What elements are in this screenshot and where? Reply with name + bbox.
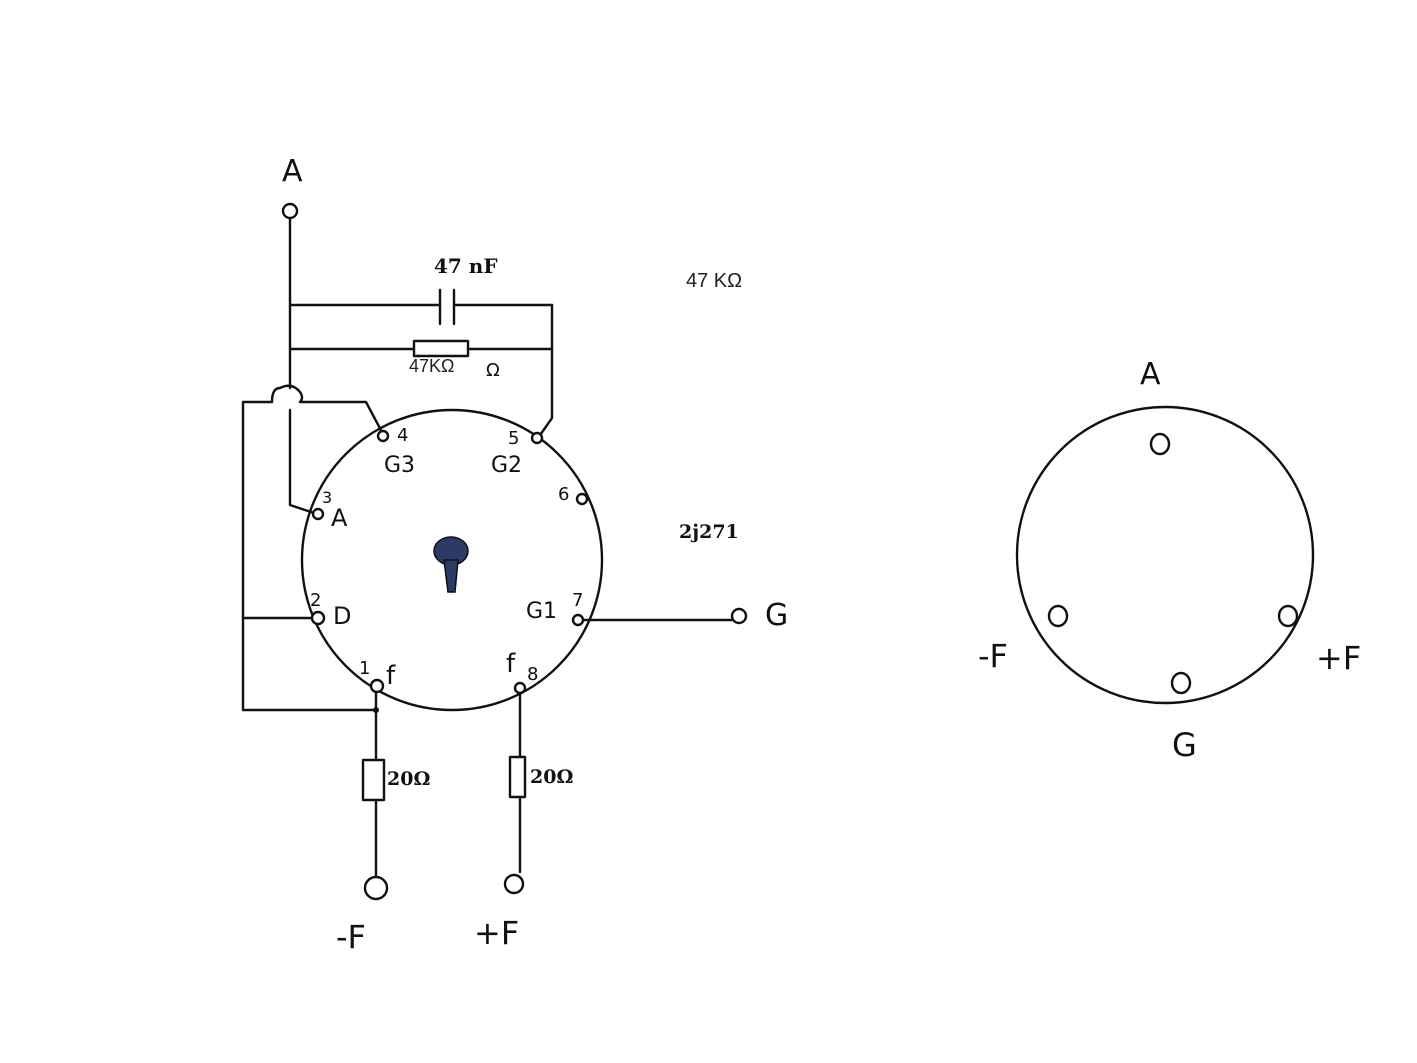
electrode-label-f-left: f (386, 661, 396, 691)
pin-number-3: 3 (322, 488, 332, 507)
resistor-20-right-symbol (508, 755, 527, 799)
terminal-minus-f-label: -F (336, 918, 366, 956)
tube-pin-2 (310, 610, 326, 626)
tube-code-label: 2j271 (679, 521, 739, 543)
electrode-label-g1: G1 (526, 599, 557, 624)
tube-pin-4 (376, 429, 390, 443)
pin-number-7: 7 (572, 590, 583, 611)
pin-number-5: 5 (508, 428, 519, 449)
electrode-label-f-right: f (506, 649, 516, 679)
resistor-20-left-symbol (361, 758, 386, 802)
resistor-47k-symbol (412, 339, 470, 358)
floating-resistor-label: 47 KΩ (686, 270, 742, 292)
terminal-anode-label: A (282, 154, 303, 189)
tube-pin-3 (311, 507, 325, 521)
pin-number-4: 4 (397, 425, 408, 446)
electrode-label-a: A (331, 504, 348, 532)
socket-label-plus-f: +F (1316, 639, 1361, 677)
electrode-label-g3: G3 (384, 453, 415, 478)
pin-number-6: 6 (558, 484, 569, 505)
socket-pin-a (1149, 432, 1171, 456)
resistor-label-stray: Ω (486, 360, 500, 381)
terminal-plus-f-pin (503, 873, 525, 895)
circuit-wires (241, 216, 734, 879)
tube-envelope (300, 408, 604, 712)
socket-pin-minus-f (1047, 604, 1069, 628)
socket-pin-g (1170, 671, 1192, 695)
pin-number-8: 8 (527, 664, 538, 685)
tube-key-icon (433, 536, 469, 593)
terminal-minus-f-pin (363, 875, 389, 901)
socket-label-minus-f: -F (978, 637, 1008, 675)
resistor-label: 47KΩ (409, 356, 454, 376)
electrode-label-d: D (333, 602, 351, 630)
electrode-label-g2: G2 (491, 453, 522, 478)
tube-pin-6 (575, 492, 589, 506)
junction-dot (373, 707, 379, 713)
resistor-20-left-label: 20Ω (387, 768, 430, 790)
terminal-grid-pin (730, 607, 748, 625)
socket-label-g: G (1172, 726, 1197, 764)
tube-pin-8 (513, 681, 527, 695)
terminal-grid-label: G (765, 598, 788, 633)
terminal-plus-f-label: +F (474, 914, 519, 952)
socket-outline (1015, 405, 1315, 705)
capacitor-label: 47 nF (434, 254, 498, 278)
socket-pin-plus-f (1277, 604, 1299, 628)
tube-pin-1 (369, 678, 385, 694)
socket-label-a: A (1140, 357, 1161, 392)
terminal-anode-pin (281, 202, 299, 220)
pin-number-2: 2 (310, 590, 321, 611)
tube-pin-7 (571, 613, 585, 627)
pin-number-1: 1 (359, 658, 370, 679)
resistor-20-right-label: 20Ω (530, 766, 573, 788)
tube-pin-5 (530, 431, 544, 445)
capacitor-symbol (438, 288, 456, 326)
